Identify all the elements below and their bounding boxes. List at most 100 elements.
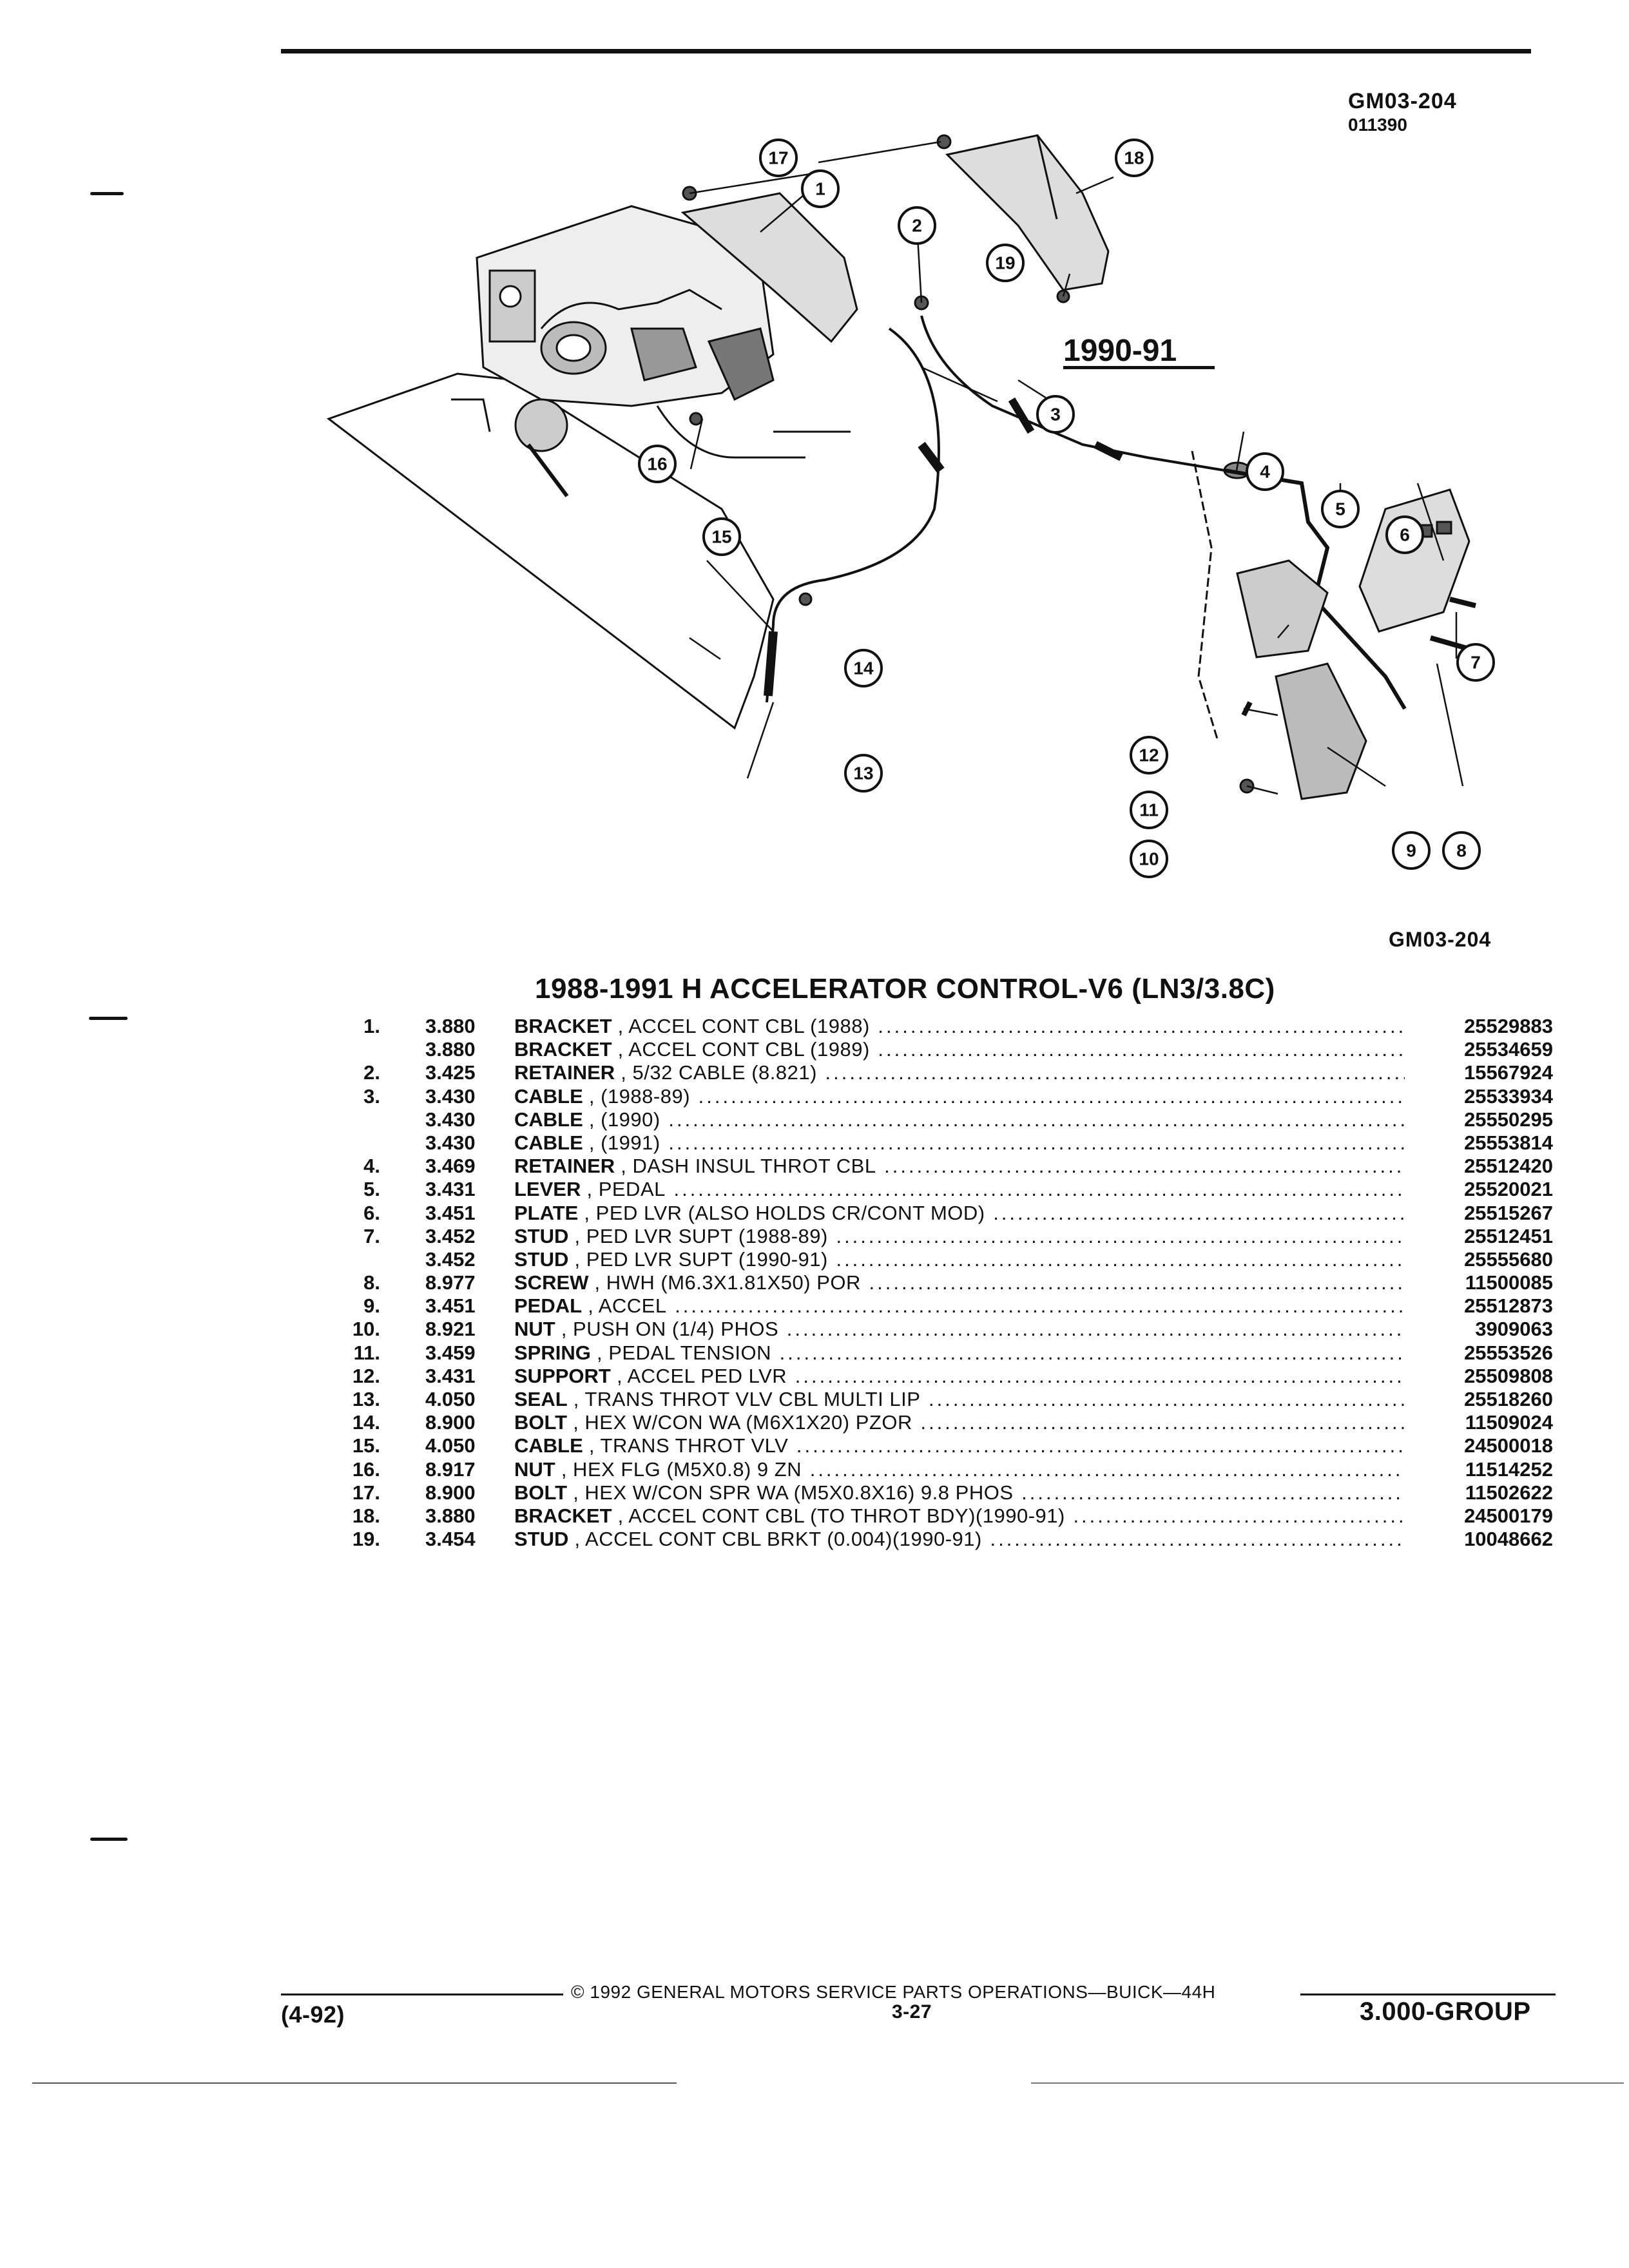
callout-4: 4 bbox=[1246, 452, 1284, 491]
part-name: PEDAL bbox=[514, 1294, 583, 1318]
part-name: STUD bbox=[514, 1528, 569, 1551]
group-number: 3.880 bbox=[425, 1038, 476, 1061]
item-number: 5. bbox=[363, 1178, 380, 1201]
part-description: NUT , HEX FLG (M5X0.8) 9 ZN ............… bbox=[514, 1458, 1405, 1481]
part-name: BRACKET bbox=[514, 1504, 612, 1527]
item-number: 11. bbox=[353, 1341, 380, 1364]
part-name: NUT bbox=[514, 1318, 555, 1341]
svg-text:10: 10 bbox=[1139, 849, 1159, 869]
svg-text:19: 19 bbox=[995, 253, 1015, 273]
part-number: 25512420 bbox=[1464, 1155, 1553, 1178]
part-detail: , ACCEL CONT CBL (1988) bbox=[612, 1015, 870, 1037]
leader-dots: ........................................… bbox=[675, 1294, 1405, 1318]
svg-text:18: 18 bbox=[1124, 148, 1144, 168]
part-detail: , TRANS THROT VLV bbox=[583, 1434, 789, 1457]
part-description: CABLE , (1991) .........................… bbox=[514, 1131, 1405, 1155]
group-number: 4.050 bbox=[425, 1388, 476, 1410]
part-description: STUD , PED LVR SUPT (1990-91) ..........… bbox=[514, 1248, 1405, 1271]
part-description: PLATE , PED LVR (ALSO HOLDS CR/CONT MOD)… bbox=[514, 1202, 1405, 1225]
leader-dots: ........................................… bbox=[884, 1155, 1405, 1178]
item-number: 3. bbox=[363, 1084, 380, 1108]
callout-17: 17 bbox=[759, 139, 798, 177]
part-number: 25520021 bbox=[1464, 1178, 1553, 1201]
part-name: CABLE bbox=[514, 1434, 583, 1457]
group-number: 3.430 bbox=[425, 1131, 476, 1154]
part-number: 3909063 bbox=[1475, 1318, 1553, 1341]
callout-2: 2 bbox=[898, 206, 936, 245]
item-number: 1. bbox=[363, 1015, 380, 1037]
callout-3: 3 bbox=[1036, 395, 1075, 434]
part-number: 25550295 bbox=[1464, 1108, 1553, 1131]
part-number: 25553814 bbox=[1464, 1131, 1553, 1154]
leader-lines bbox=[689, 140, 1464, 795]
part-name: SCREW bbox=[514, 1271, 589, 1294]
part-name: LEVER bbox=[514, 1178, 581, 1201]
group-number: 8.900 bbox=[425, 1411, 476, 1434]
section-title: 1988-1991 H ACCELERATOR CONTROL-V6 (LN3/… bbox=[535, 973, 1275, 1004]
table-row: 9. 3.451 PEDAL , ACCEL ...................… bbox=[335, 1294, 1553, 1318]
inset-year-underline bbox=[1063, 366, 1215, 369]
item-number: 18. bbox=[352, 1504, 380, 1527]
diagram-code: GM03-204 bbox=[1389, 928, 1492, 951]
part-name: CABLE bbox=[514, 1084, 583, 1108]
svg-text:2: 2 bbox=[912, 216, 922, 236]
group-number: 4.050 bbox=[425, 1434, 476, 1457]
item-number: 16. bbox=[352, 1457, 380, 1481]
leader-dots: ........................................… bbox=[795, 1364, 1405, 1387]
part-name: BRACKET bbox=[514, 1015, 612, 1037]
table-row: 14. 8.900 BOLT , HEX W/CON WA (M6X1X20) PZ… bbox=[335, 1411, 1553, 1434]
item-number: 8. bbox=[363, 1271, 380, 1294]
part-name: BOLT bbox=[514, 1481, 568, 1504]
group-number: 3.454 bbox=[425, 1528, 476, 1551]
footer-rule-right bbox=[1300, 1994, 1556, 1995]
group-number: 3.425 bbox=[425, 1061, 476, 1084]
item-number: 6. bbox=[363, 1201, 380, 1224]
part-number: 24500179 bbox=[1464, 1504, 1553, 1527]
callout-5: 5 bbox=[1321, 490, 1360, 528]
svg-text:6: 6 bbox=[1400, 525, 1410, 545]
engine-illustration bbox=[326, 134, 1477, 800]
part-detail: , (1991) bbox=[583, 1131, 660, 1154]
group-number: 3.431 bbox=[425, 1178, 476, 1201]
part-detail: , ACCEL bbox=[582, 1294, 667, 1318]
part-description: RETAINER , DASH INSUL THROT CBL ........… bbox=[514, 1155, 1405, 1178]
leader-dots: ........................................… bbox=[836, 1247, 1405, 1271]
part-description: PEDAL , ACCEL ..........................… bbox=[514, 1294, 1405, 1318]
item-number: 7. bbox=[363, 1224, 380, 1247]
leader-dots: ........................................… bbox=[920, 1411, 1405, 1434]
margin-mark bbox=[89, 1017, 128, 1020]
item-number: 9. bbox=[363, 1294, 380, 1318]
part-number: 11509024 bbox=[1465, 1411, 1553, 1434]
margin-mark bbox=[90, 1838, 128, 1841]
part-description: BOLT , HEX W/CON WA (M6X1X20) PZOR .....… bbox=[514, 1411, 1405, 1434]
part-number: 11500085 bbox=[1465, 1271, 1553, 1294]
group-number: 3.452 bbox=[425, 1247, 476, 1271]
group-label: 3.000-GROUP bbox=[1360, 1997, 1531, 2026]
part-number: 25518260 bbox=[1464, 1388, 1553, 1410]
bottom-rule bbox=[32, 2082, 677, 2084]
group-number: 3.459 bbox=[425, 1341, 476, 1364]
group-number: 8.917 bbox=[425, 1457, 476, 1481]
callout-14: 14 bbox=[844, 649, 883, 687]
callout-16: 16 bbox=[638, 445, 677, 483]
item-number: 14. bbox=[352, 1411, 380, 1434]
leader-dots: ........................................… bbox=[990, 1528, 1405, 1551]
svg-text:12: 12 bbox=[1139, 745, 1159, 765]
group-number: 3.451 bbox=[425, 1294, 476, 1318]
callout-13: 13 bbox=[844, 754, 883, 793]
part-number: 25509808 bbox=[1464, 1364, 1553, 1387]
item-number: 4. bbox=[363, 1155, 380, 1178]
svg-text:7: 7 bbox=[1470, 653, 1481, 673]
part-name: RETAINER bbox=[514, 1155, 615, 1178]
part-detail: , ACCEL CONT CBL BRKT (0.004)(1990-91) bbox=[568, 1528, 982, 1551]
svg-text:11: 11 bbox=[1139, 800, 1159, 820]
